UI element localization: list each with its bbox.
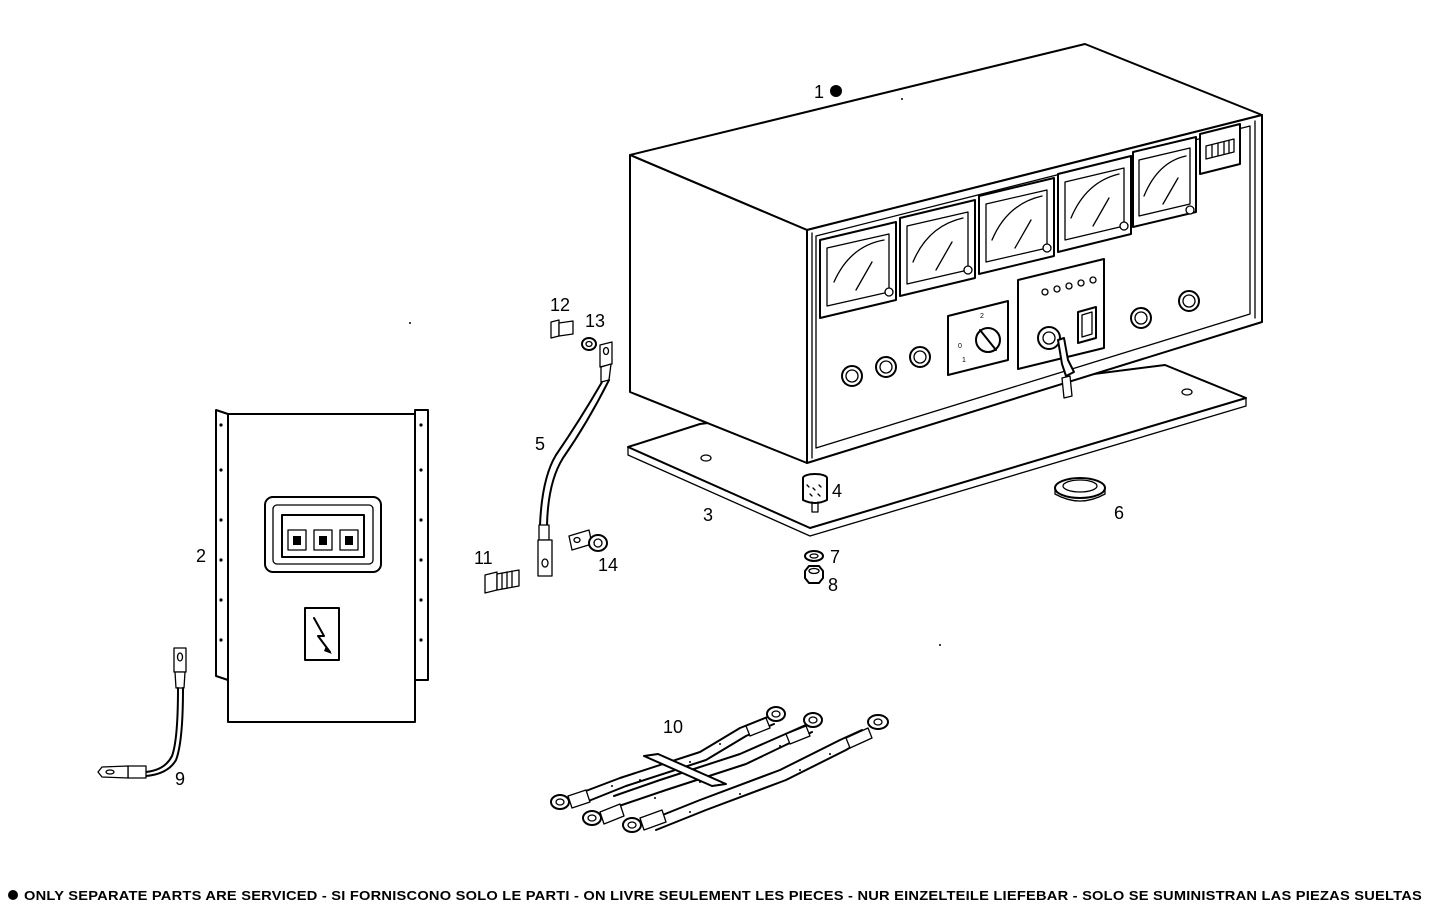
- control-knobs-left: [841, 346, 931, 387]
- circuit-breaker: [264, 496, 382, 573]
- cable-lug: [568, 529, 608, 552]
- bolt-large: [484, 569, 520, 594]
- meter-4: [1057, 155, 1132, 253]
- callout-4: 4: [832, 481, 842, 501]
- control-knobs-right: [1130, 290, 1200, 329]
- washer: [804, 550, 824, 562]
- callout-7: 7: [830, 547, 840, 567]
- base-plate: [627, 364, 1247, 537]
- meter-5: [1132, 136, 1197, 228]
- selector-label-1: 1: [962, 357, 966, 364]
- callout-9: 9: [175, 769, 185, 789]
- callout-labels: 1 2 3 4 5 6 7 8 9 10 11 12 13 14: [175, 82, 1124, 789]
- selector-label-0: 0: [958, 343, 962, 350]
- switch-box: [215, 409, 429, 723]
- callout-10: 10: [663, 717, 683, 737]
- switch-box-flange-holes: [219, 423, 423, 642]
- callout-14: 14: [598, 555, 618, 575]
- callout-13: 13: [585, 311, 605, 331]
- meter-3: [978, 177, 1055, 275]
- hour-counter: [1199, 123, 1241, 175]
- callout-12: 12: [550, 295, 570, 315]
- serviced-part-bullet: [830, 85, 842, 97]
- speck-marks: [409, 98, 941, 646]
- selector-label-2: 2: [980, 313, 984, 320]
- callout-2: 2: [196, 546, 206, 566]
- meter-2: [899, 199, 976, 297]
- callout-5: 5: [535, 434, 545, 454]
- cable-texture: [611, 743, 831, 813]
- nut: [804, 565, 824, 584]
- callout-1: 1: [814, 82, 824, 102]
- footer-bullet-icon: [8, 890, 18, 900]
- footer-note: ONLY SEPARATE PARTS ARE SERVICED - SI FO…: [8, 888, 1422, 903]
- grommet: [1054, 477, 1106, 502]
- callout-8: 8: [828, 575, 838, 595]
- lock-washer: [581, 337, 597, 351]
- callout-6: 6: [1114, 503, 1124, 523]
- meter-1: [819, 221, 897, 319]
- footer-note-text: ONLY SEPARATE PARTS ARE SERVICED - SI FO…: [24, 888, 1422, 903]
- callout-3: 3: [703, 505, 713, 525]
- anti-vibration-mount: [802, 473, 828, 513]
- key-switch-panel: [1017, 258, 1105, 399]
- callout-11: 11: [474, 548, 493, 568]
- ground-cable: [97, 647, 187, 779]
- high-voltage-warning-icon: [304, 607, 340, 661]
- cable-set: [550, 706, 889, 833]
- bolt-small: [550, 319, 574, 339]
- battery-cable: [537, 341, 613, 577]
- selector-switch: 0 2 1: [947, 300, 1009, 376]
